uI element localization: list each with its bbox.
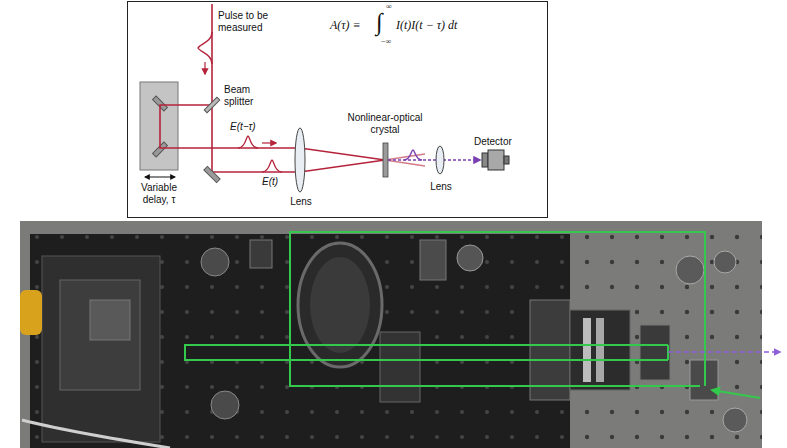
field-label: E(t) bbox=[262, 176, 278, 188]
field-label: E(t−τ) bbox=[230, 121, 256, 133]
integral-limit: ∞ bbox=[386, 2, 392, 11]
pulse-shape bbox=[198, 32, 212, 64]
schematic-panel bbox=[128, 2, 548, 218]
delay-stage bbox=[140, 82, 178, 170]
component-label: Lens bbox=[287, 196, 315, 208]
component-label: Variable delay, τ bbox=[131, 182, 187, 206]
integral-sign: ∫ bbox=[376, 8, 383, 36]
pulse-arrow bbox=[204, 62, 205, 74]
formula-part: A(τ) ≡ bbox=[330, 18, 361, 32]
component-label: Nonlinear-optical crystal bbox=[335, 112, 435, 136]
component-label: Beam splitter bbox=[224, 84, 268, 108]
component-label: Lens bbox=[427, 181, 455, 193]
pulse-shape bbox=[404, 150, 422, 160]
lens bbox=[436, 146, 444, 174]
beam-splitter bbox=[204, 97, 220, 113]
component-label: Detector bbox=[474, 136, 512, 148]
integral-limit: −∞ bbox=[381, 37, 391, 46]
lens bbox=[295, 128, 305, 192]
detector-symbol bbox=[482, 150, 509, 170]
delay-arrow bbox=[145, 177, 175, 178]
input-label: Pulse to be measured bbox=[218, 10, 280, 34]
signal-beam bbox=[388, 159, 480, 160]
pulse-shape bbox=[262, 160, 282, 172]
pulse-shape bbox=[238, 136, 258, 148]
nonlinear-crystal bbox=[383, 143, 388, 177]
setup-photo bbox=[20, 221, 780, 448]
pulse-arrow bbox=[262, 142, 276, 143]
formula-part: I(t)I(t − τ) dt bbox=[396, 18, 457, 32]
mirror bbox=[204, 166, 220, 182]
